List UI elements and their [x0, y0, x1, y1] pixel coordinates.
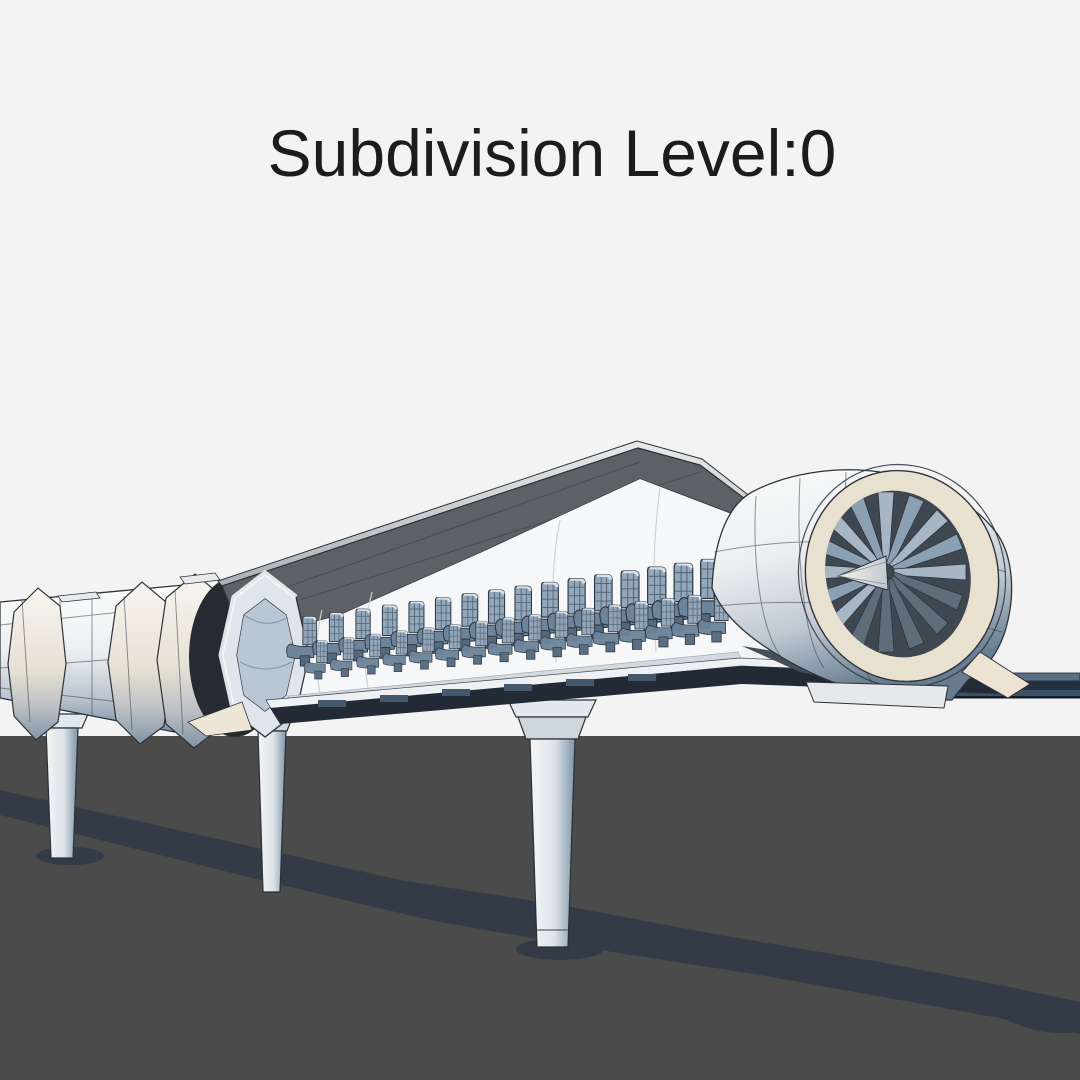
nacelle-lip — [961, 651, 1031, 699]
undercarriage — [187, 657, 1004, 737]
tube-ring-a — [7, 587, 67, 741]
caption-subdivision-level: Subdivision Level:0 — [268, 116, 837, 190]
pylon-3 — [507, 699, 597, 948]
nacelle-skirt — [805, 681, 949, 709]
spinner-cone — [836, 555, 889, 591]
turbine-nacelle — [711, 463, 1031, 709]
capsule-nose-ring — [218, 569, 310, 738]
train-model — [0, 440, 1031, 749]
